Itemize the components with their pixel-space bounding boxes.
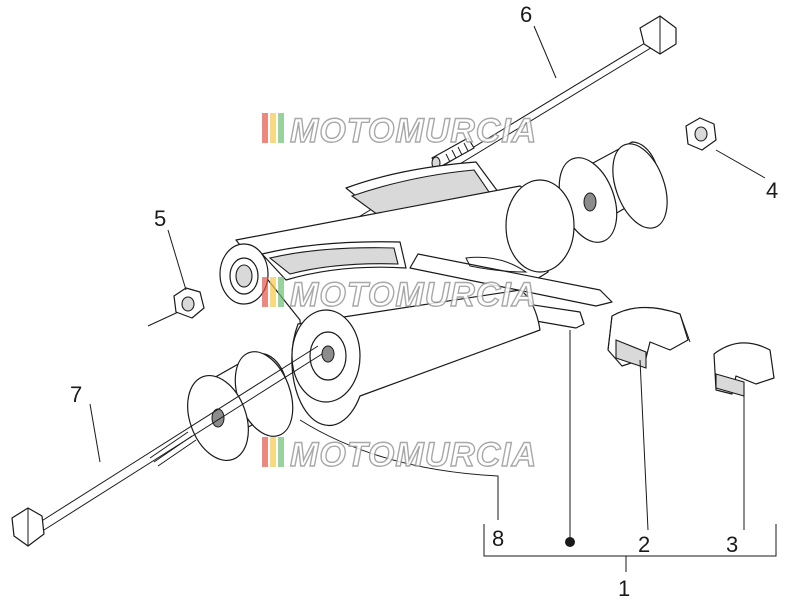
- nut-left: [147, 287, 205, 327]
- callout-numbers: 6 4 5 7 8 2 3 1: [70, 2, 778, 600]
- watermark-top: MOTOMURCIA: [262, 111, 537, 151]
- leader-lines: [89, 25, 777, 572]
- callout-2: 2: [638, 532, 650, 557]
- callout-1: 1: [618, 576, 630, 600]
- threaded-pin: [431, 137, 475, 170]
- callout-4: 4: [766, 178, 778, 203]
- svg-text:MOTOMURCIA: MOTOMURCIA: [290, 436, 537, 474]
- clip-part-3: [713, 342, 775, 397]
- watermark-bottom: MOTOMURCIA: [262, 435, 537, 475]
- callout-7: 7: [70, 382, 82, 407]
- svg-text:MOTOMURCIA: MOTOMURCIA: [290, 112, 537, 150]
- callout-6: 6: [520, 2, 532, 27]
- callout-8: 8: [492, 526, 504, 551]
- bullet-dot: [565, 537, 575, 547]
- watermark-middle: MOTOMURCIA: [262, 275, 537, 315]
- nut-right: [685, 117, 766, 179]
- callout-5: 5: [154, 206, 166, 231]
- svg-text:MOTOMURCIA: MOTOMURCIA: [290, 276, 537, 314]
- callout-3: 3: [726, 532, 738, 557]
- bushing-lower: [187, 351, 294, 462]
- bolt-lower: [11, 345, 323, 547]
- clip-part-2: [607, 306, 691, 369]
- swing-arm-body: [219, 161, 613, 427]
